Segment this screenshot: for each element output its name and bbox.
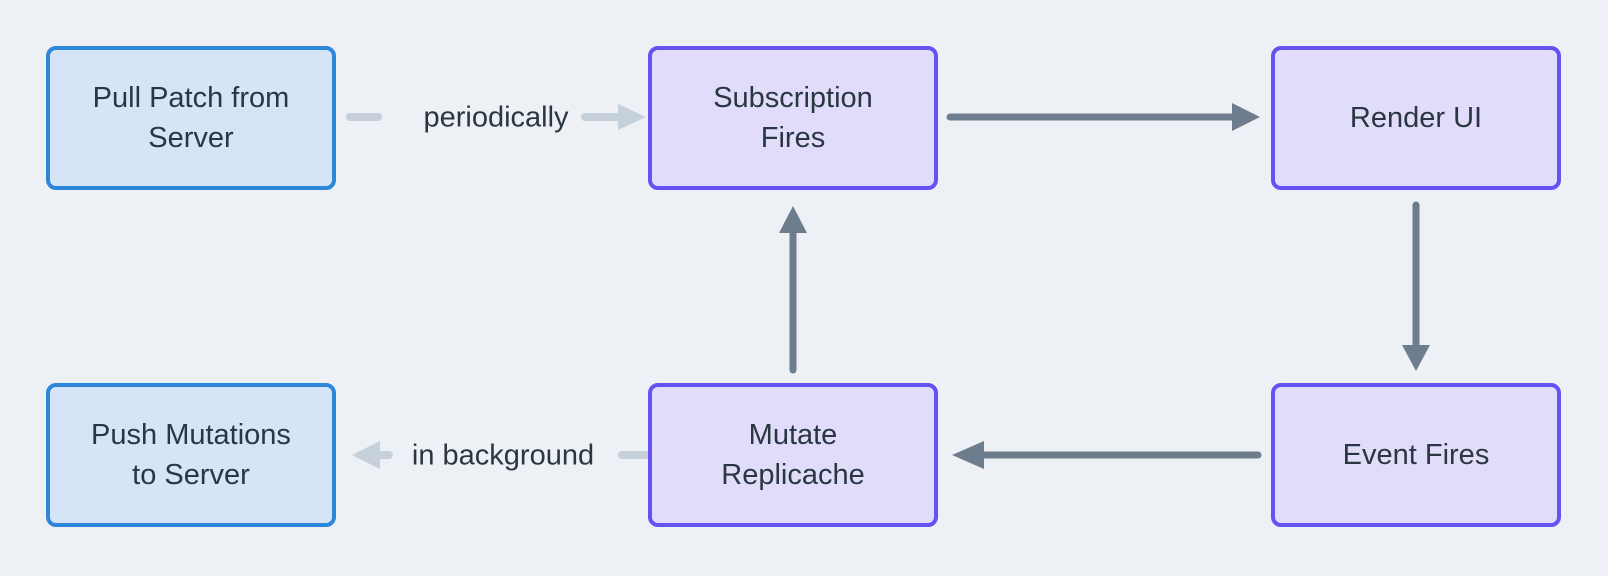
edge-subscription-to-render [946, 103, 1260, 131]
edge-event-to-mutate [952, 441, 1262, 469]
edge-label-periodically: periodically [423, 101, 569, 134]
node-event-fires: Event Fires [1271, 383, 1561, 527]
node-mutate-replicache: Mutate Replicache [648, 383, 938, 527]
node-label: Pull Patch from Server [92, 82, 290, 154]
node-push-mutations-to-server: Push Mutations to Server [46, 383, 336, 527]
node-pull-patch-from-server: Pull Patch from Server [46, 46, 336, 190]
node-render-ui: Render UI [1271, 46, 1561, 190]
node-label: Event Fires [1342, 439, 1490, 471]
node-label: Render UI [1349, 102, 1483, 134]
node-label: Mutate Replicache [721, 419, 865, 491]
edge-render-to-event [1402, 201, 1430, 371]
node-label: Push Mutations to Server [91, 419, 291, 491]
edge-mutate-to-subscription [779, 206, 807, 374]
node-label: Subscription Fires [713, 82, 873, 154]
node-subscription-fires: Subscription Fires [648, 46, 938, 190]
edge-label-in-background: in background [411, 439, 595, 472]
